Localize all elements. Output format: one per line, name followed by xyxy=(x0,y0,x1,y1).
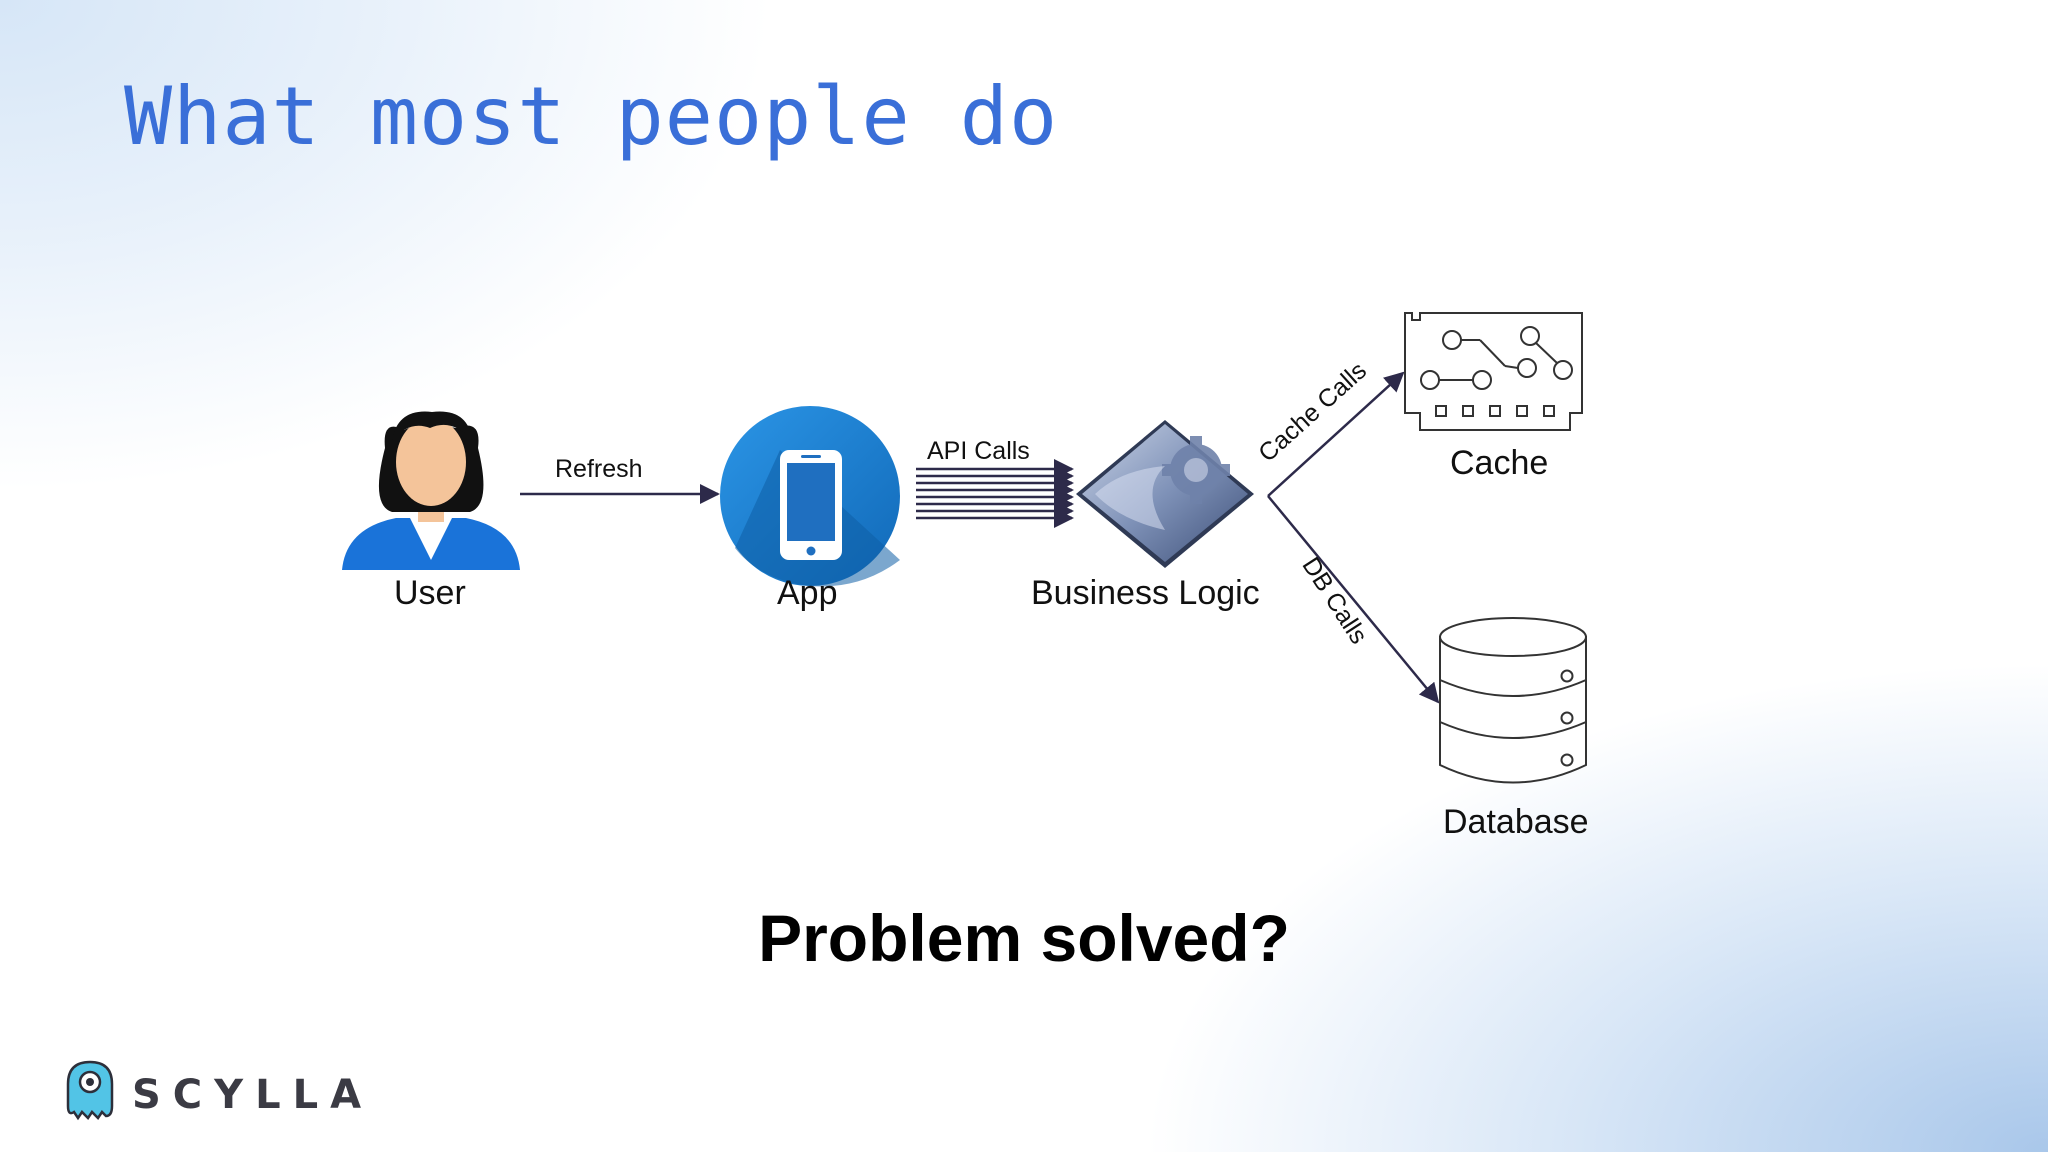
cache-calls-arrow xyxy=(1267,371,1405,497)
node-label-business-logic: Business Logic xyxy=(1031,574,1260,612)
business-logic-icon xyxy=(1076,420,1254,568)
db-calls-label: DB Calls xyxy=(1296,552,1372,649)
app-icon xyxy=(720,406,900,587)
node-label-user: User xyxy=(394,574,466,612)
node-label-database: Database xyxy=(1443,803,1589,841)
problem-question: Problem solved? xyxy=(758,901,1290,975)
node-label-app: App xyxy=(777,574,838,612)
scylla-logo-text: SCYLLA xyxy=(132,1072,374,1118)
edge-label-refresh: Refresh xyxy=(555,455,643,483)
edge-label-api-calls: API Calls xyxy=(927,437,1030,465)
node-label-cache: Cache xyxy=(1450,444,1549,482)
database-icon xyxy=(1439,617,1587,784)
cache-calls-label: Cache Calls xyxy=(1253,357,1372,468)
api-calls-arrows xyxy=(916,459,1074,528)
scylla-logo-icon xyxy=(66,1060,114,1121)
db-calls-arrow xyxy=(1267,495,1440,704)
slide-title: What most people do xyxy=(124,70,1059,163)
user-icon xyxy=(342,411,520,570)
cache-icon xyxy=(1404,312,1583,431)
